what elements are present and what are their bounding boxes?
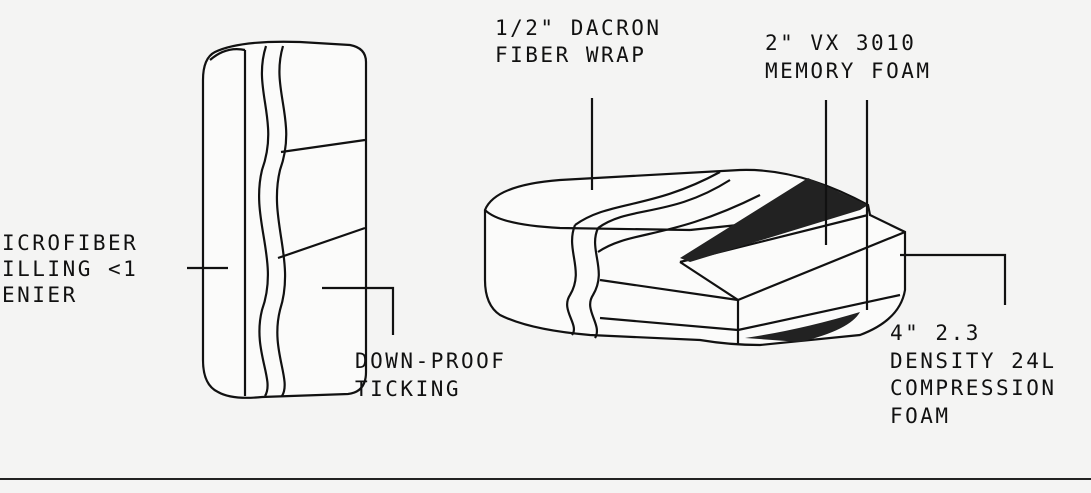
leader-ticking xyxy=(322,286,395,335)
leader-compression xyxy=(900,253,1007,305)
cushion-illustration xyxy=(483,168,907,347)
label-microfiber: ICROFIBER ILLING <1 ENIER xyxy=(2,231,153,307)
leader-lines xyxy=(187,98,1007,335)
label-compression-foam: 4" 2.3 DENSITY 24L COMPRESSION FOAM xyxy=(890,321,1072,428)
label-dacron: 1/2" DACRON FIBER WRAP xyxy=(495,16,677,67)
label-ticking: DOWN-PROOF TICKING xyxy=(355,349,522,401)
label-memory-foam: 2" VX 3010 MEMORY FOAM xyxy=(765,31,932,83)
pillow-illustration xyxy=(201,40,368,399)
